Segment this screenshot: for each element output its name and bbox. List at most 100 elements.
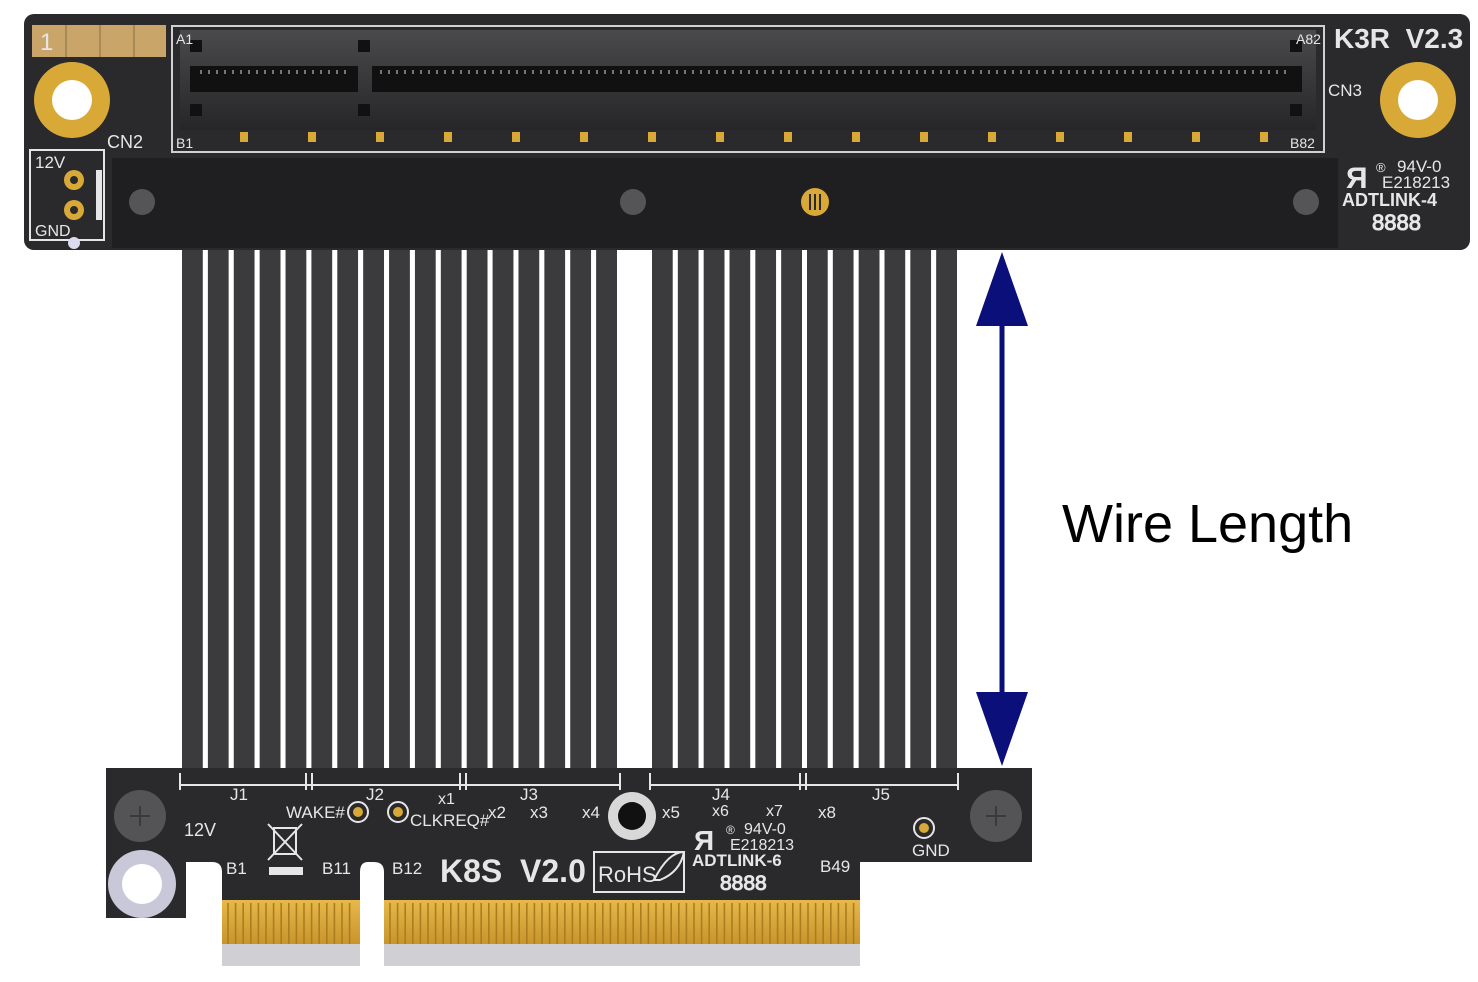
bottom-brand: ADTLINK-6 [692, 851, 782, 870]
cable-strip [285, 248, 307, 770]
pin-b1: B1 [226, 859, 247, 878]
bracket-hole [108, 850, 176, 918]
rohs-label: RoHS [598, 862, 657, 887]
lane-x6: x6 [712, 803, 729, 820]
label-gnd-top: GND [35, 223, 71, 240]
cable-strip [337, 248, 359, 770]
cable-gap [358, 248, 364, 770]
ul-logo-icon-bottom: Я [694, 825, 714, 856]
bottom-edge-board: J1 J2 J3 J4 J5 x1 x2 x3 x4 x5 x6 x7 x8 1… [106, 768, 1032, 966]
cable-strip [755, 248, 777, 770]
top-brand: ADTLINK-4 [1342, 190, 1437, 210]
wake-pad [347, 801, 369, 823]
cable-gap [435, 248, 441, 770]
registered-icon: ® [1376, 160, 1386, 175]
cable-gap [513, 248, 519, 770]
cable-gap [306, 248, 312, 770]
slot-contact [716, 132, 724, 142]
cable-gap [698, 248, 704, 770]
slot-contact [988, 132, 996, 142]
strap-hole [129, 189, 155, 215]
cable-strip [311, 248, 333, 770]
pin-b49: B49 [820, 857, 850, 876]
flex-cable-right [652, 248, 962, 770]
section-j5: J5 [872, 785, 890, 804]
cable-strip [414, 248, 436, 770]
cable-strip [703, 248, 725, 770]
registered-icon-bottom: ® [726, 823, 735, 837]
wire-length-label: Wire Length [1062, 494, 1353, 554]
lane-x1: x1 [438, 791, 455, 808]
slot-contact [1124, 132, 1132, 142]
lane-x7: x7 [766, 803, 783, 820]
cable-strip [652, 248, 673, 770]
cable-gap [487, 248, 493, 770]
cable-gap [461, 248, 467, 770]
slot-contact [1260, 132, 1268, 142]
cable-gap [591, 248, 597, 770]
strap-hole [620, 189, 646, 215]
top-riser-board: 1 A1 B1 A82 B82 [24, 14, 1470, 250]
slot-contact [308, 132, 316, 142]
slot-pin-a1: A1 [176, 31, 193, 47]
cable-gap [254, 248, 260, 770]
cable-strip [570, 248, 592, 770]
cable-strip [884, 248, 906, 770]
top-flammability: 94V-0 [1397, 157, 1441, 176]
cable-gap [332, 248, 338, 770]
section-brackets [179, 773, 959, 790]
label-12v-top: 12V [35, 153, 66, 172]
slot-pin-b1: B1 [176, 135, 193, 151]
cable-strip [259, 248, 281, 770]
cable-gap [931, 248, 937, 770]
bottom-ul-file: E218213 [730, 837, 794, 854]
bottom-date-code: 8888 [720, 872, 767, 895]
cable-gap [957, 248, 962, 770]
cable-strip [936, 248, 957, 770]
cable-gap [539, 248, 545, 770]
cable-gap [565, 248, 571, 770]
cable-gap [879, 248, 885, 770]
cable-strip [363, 248, 385, 770]
cable-gap [827, 248, 833, 770]
cable-gap [802, 248, 807, 770]
slot-pin-a82: A82 [1296, 31, 1321, 47]
slot-contact [920, 132, 928, 142]
section-j4: J4 [712, 785, 730, 804]
slot-contact [512, 132, 520, 142]
slot-contact [376, 132, 384, 142]
cable-gap [724, 248, 730, 770]
cable-strip [182, 248, 203, 770]
slot-contact [1056, 132, 1064, 142]
cable-strip [677, 248, 699, 770]
flex-cable-left [182, 248, 622, 770]
lane-x8: x8 [818, 803, 836, 822]
cable-gap [853, 248, 859, 770]
cable-strip [729, 248, 751, 770]
clkreq-pad [387, 801, 409, 823]
pin-b11: B11 [322, 859, 351, 878]
cable-strip [807, 248, 828, 770]
label-12v-bottom: 12V [184, 820, 216, 840]
pin-b12: B12 [392, 859, 422, 878]
standoff-right [970, 790, 1022, 842]
weee-bin-icon [267, 823, 303, 875]
section-j2: J2 [366, 785, 384, 804]
cable-gap [202, 248, 208, 770]
cable-strip [832, 248, 854, 770]
mount-hole-right [1380, 62, 1456, 138]
label-clkreq: CLKREQ# [410, 811, 490, 830]
cable-strip [910, 248, 932, 770]
slot-contact [444, 132, 452, 142]
leaf-icon [652, 850, 686, 881]
rohs-badge: RoHS [593, 850, 686, 893]
cable-strip [389, 248, 410, 770]
pin1-marker: 1 [32, 25, 166, 57]
lane-x3: x3 [530, 803, 548, 822]
marker-label: 1 [40, 29, 53, 56]
slot-contact [784, 132, 792, 142]
label-cn3: CN3 [1328, 81, 1362, 100]
cable-strip [466, 248, 488, 770]
top-date-code: 8888 [1372, 210, 1421, 235]
slot-contact [648, 132, 656, 142]
